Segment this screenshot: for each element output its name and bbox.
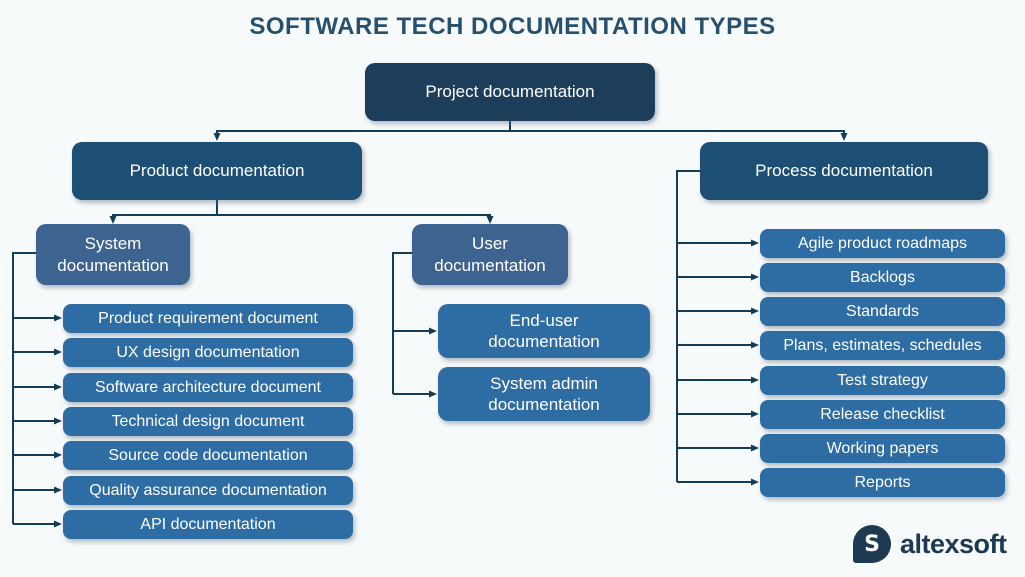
node-agile-product-roadmaps: Agile product roadmaps bbox=[760, 229, 1005, 258]
page-title: SOFTWARE TECH DOCUMENTATION TYPES bbox=[249, 13, 776, 40]
altexsoft-logo-text: altexsoft bbox=[900, 528, 1007, 559]
node-working-papers: Working papers bbox=[760, 434, 1005, 463]
node-release-checklist: Release checklist bbox=[760, 400, 1005, 429]
node-user-documentation: User documentation bbox=[412, 224, 568, 285]
node-product-documentation: Product documentation bbox=[72, 142, 362, 200]
node-product-requirement-document: Product requirement document bbox=[63, 304, 353, 333]
node-quality-assurance-documentation: Quality assurance documentation bbox=[63, 476, 353, 505]
node-process-documentation: Process documentation bbox=[700, 142, 988, 200]
altexsoft-logo-icon: S bbox=[853, 525, 891, 563]
node-source-code-documentation: Source code documentation bbox=[63, 441, 353, 470]
node-reports: Reports bbox=[760, 468, 1005, 497]
node-software-architecture-document: Software architecture document bbox=[63, 373, 353, 402]
node-standards: Standards bbox=[760, 297, 1005, 326]
node-test-strategy: Test strategy bbox=[760, 366, 1005, 395]
node-project-documentation: Project documentation bbox=[365, 63, 655, 121]
node-technical-design-document: Technical design document bbox=[63, 407, 353, 436]
node-ux-design-documentation: UX design documentation bbox=[63, 338, 353, 367]
node-plans-estimates-schedules: Plans, estimates, schedules bbox=[760, 331, 1005, 360]
node-system-documentation: System documentation bbox=[36, 224, 190, 285]
node-backlogs: Backlogs bbox=[760, 263, 1005, 292]
node-end-user-documentation: End-user documentation bbox=[438, 304, 650, 358]
node-api-documentation: API documentation bbox=[63, 510, 353, 539]
node-system-admin-documentation: System admin documentation bbox=[438, 367, 650, 421]
altexsoft-logo: S altexsoft bbox=[853, 523, 1013, 565]
